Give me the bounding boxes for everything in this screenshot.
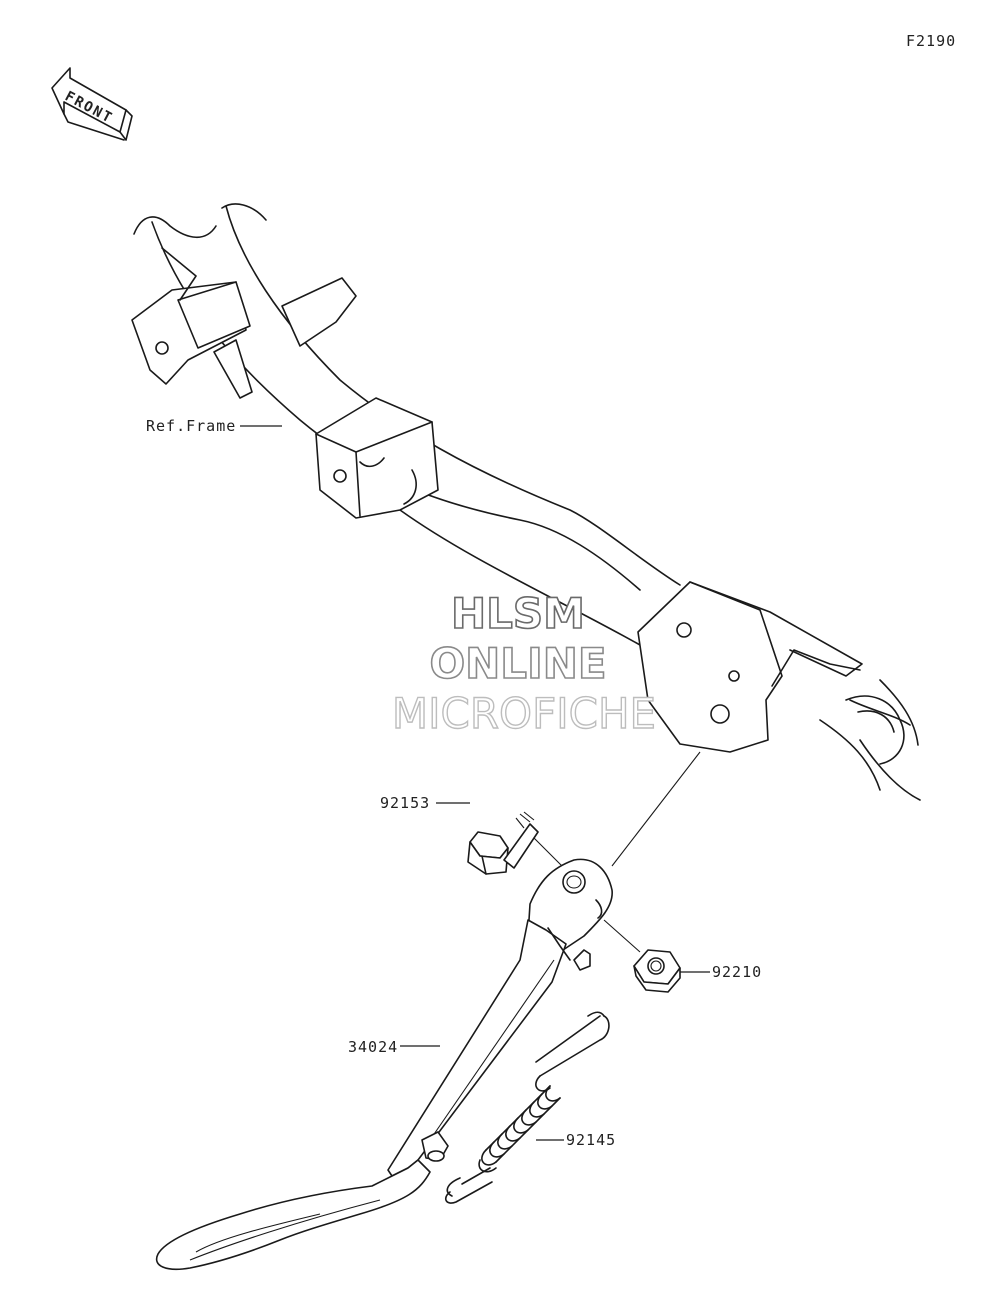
watermark-line1: HLSM <box>451 589 585 638</box>
side-stand-34024 <box>155 858 613 1270</box>
watermark-line2: ONLINE <box>429 639 606 688</box>
watermark-line3: MICROFICHE <box>392 689 656 738</box>
watermark: HLSM ONLINE MICROFICHE <box>391 588 657 739</box>
frame-stand-bracket <box>637 581 905 765</box>
ref-frame-label: Ref.Frame <box>146 417 236 435</box>
frame-bracket-middle <box>315 397 439 519</box>
diagram-code: F2190 <box>906 32 956 50</box>
frame-bracket-upper <box>131 247 357 399</box>
bolt-label: 92153 <box>380 794 430 812</box>
frame-break-lines <box>133 203 267 239</box>
front-arrow-icon: FRONT <box>51 67 133 141</box>
spring-label: 92145 <box>566 1131 616 1149</box>
spring-coils <box>478 1075 561 1173</box>
bolt-92153 <box>467 811 539 875</box>
nut-92210 <box>633 949 681 993</box>
assembly-lines <box>529 751 701 953</box>
nut-label: 92210 <box>712 963 762 981</box>
side-stand-label: 34024 <box>348 1038 398 1056</box>
spring-92145 <box>444 1011 610 1204</box>
